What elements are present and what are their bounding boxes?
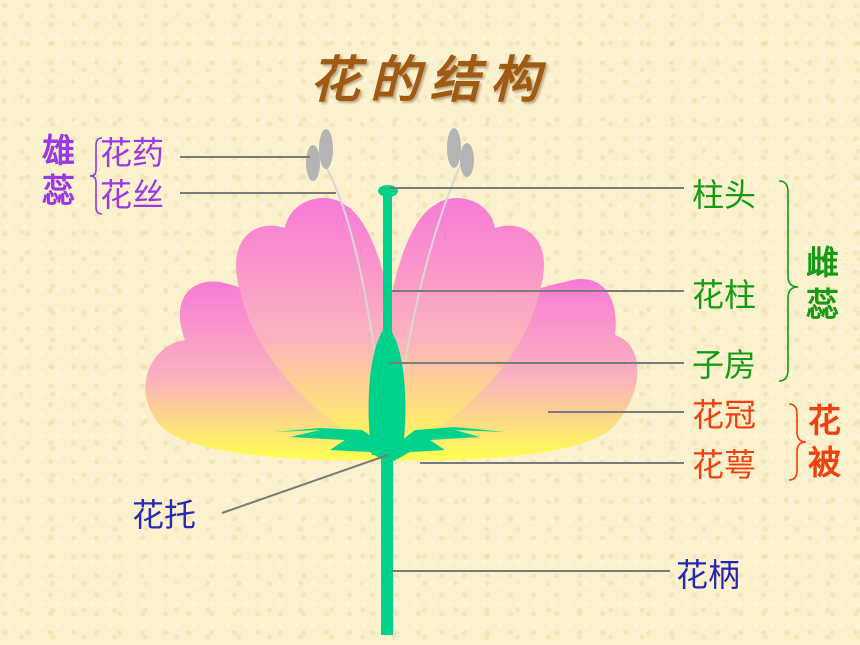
anther-left-a — [306, 145, 320, 181]
label-corolla: 花冠 — [692, 396, 757, 434]
anther-left-b — [319, 129, 333, 169]
pedicel-stem — [381, 440, 393, 635]
style-shape — [383, 190, 392, 335]
stigma-shape — [378, 185, 398, 197]
ovary-shape — [368, 325, 406, 455]
label-stigma: 柱头 — [692, 176, 757, 214]
brace-pistil — [778, 180, 799, 382]
label-anther: 花药 — [100, 134, 165, 172]
perianth-group-char-1: 花 — [808, 401, 841, 440]
pistil-group-char-1: 雌 — [806, 243, 839, 282]
brace-perianth — [788, 403, 807, 481]
brace-stamen — [89, 137, 103, 215]
label-pedicel: 花柄 — [676, 556, 741, 594]
label-style: 花柱 — [692, 276, 757, 314]
stamen-group-char-1: 雄 — [42, 131, 75, 170]
pistil-group-char-2: 蕊 — [806, 285, 839, 324]
label-ovary: 子房 — [692, 346, 757, 384]
sepal-left — [275, 428, 388, 462]
label-receptacle: 花托 — [132, 496, 197, 534]
label-filament: 花丝 — [100, 176, 165, 214]
sepal-right — [392, 427, 505, 462]
anther-right-b — [460, 143, 474, 177]
anther-right-a — [447, 128, 461, 168]
stamen-group-char-2: 蕊 — [42, 171, 75, 210]
perianth-group-char-2: 被 — [808, 443, 841, 482]
label-calyx: 花萼 — [692, 446, 757, 484]
page-title: 花的结构 — [310, 51, 550, 109]
leader-receptacle — [221, 454, 389, 514]
petal-inner-left — [236, 198, 392, 455]
